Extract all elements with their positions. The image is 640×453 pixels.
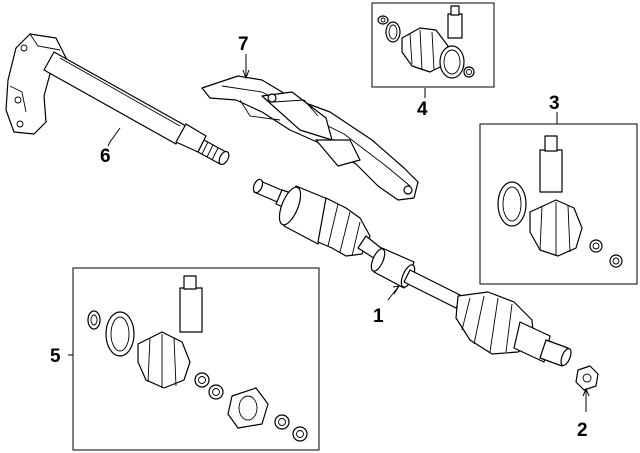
callout-6: 6 bbox=[100, 146, 111, 167]
callout-1: 1 bbox=[373, 306, 384, 327]
callout-labels: 1 2 3 4 5 6 7 bbox=[50, 34, 588, 441]
callout-4: 4 bbox=[417, 99, 428, 120]
boot-kit-part-3[interactable] bbox=[479, 123, 638, 285]
axle-shaft-part-1[interactable] bbox=[252, 178, 573, 367]
intermediate-shaft-part-6[interactable] bbox=[5, 33, 231, 166]
callout-3: 3 bbox=[549, 93, 560, 114]
callout-7: 7 bbox=[238, 34, 249, 55]
boot-kit-part-4[interactable] bbox=[371, 2, 495, 88]
heat-shield-part-7[interactable] bbox=[201, 75, 419, 201]
callout-5: 5 bbox=[50, 346, 61, 367]
callout-2: 2 bbox=[577, 420, 588, 441]
axle-nut-part-2[interactable] bbox=[575, 365, 599, 391]
leader-lines bbox=[68, 54, 590, 412]
joint-kit-part-5[interactable] bbox=[72, 267, 320, 451]
